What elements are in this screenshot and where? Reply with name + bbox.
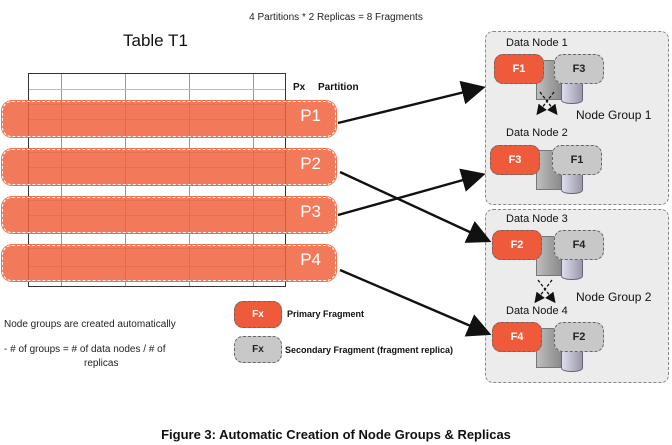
note-line-3: replicas — [84, 358, 119, 369]
arrow-p2-node3 — [339, 170, 492, 243]
replica-arrow — [537, 279, 556, 304]
partition-label: P3 — [300, 202, 321, 221]
data-node-title: Data Node 2 — [506, 127, 568, 139]
partition-label: P1 — [300, 106, 321, 125]
legend-px: Px — [293, 82, 306, 93]
note-line-2: - # of groups = # of data nodes / # of — [4, 344, 166, 355]
table-title: Table T1 — [123, 31, 188, 50]
note-line-1: Node groups are created automatically — [4, 319, 176, 330]
partition-p3: P3 — [2, 197, 336, 233]
arrow-p1-node1 — [337, 80, 486, 125]
replica-arrow — [536, 91, 555, 116]
legend-partition: Partition — [318, 82, 359, 93]
partition-p4: P4 — [2, 245, 336, 281]
partition-p1: P1 — [2, 101, 336, 137]
secondary-fragment: F3 — [554, 54, 604, 84]
secondary-fragment: F4 — [554, 230, 604, 260]
data-node-title: Data Node 4 — [506, 305, 568, 317]
replica-arrow — [534, 279, 553, 304]
fragment-equation: 4 Partitions * 2 Replicas = 8 Fragments — [249, 12, 423, 23]
figure-caption: Figure 3: Automatic Creation of Node Gro… — [161, 427, 511, 442]
node-group-label: Node Group 2 — [576, 290, 652, 304]
node-group-label: Node Group 1 — [576, 108, 652, 122]
legend-secondary-box: Fx — [234, 336, 282, 363]
partition-p2: P2 — [2, 149, 336, 185]
data-node-title: Data Node 3 — [506, 213, 568, 225]
arrow-p4-node4 — [339, 268, 492, 337]
data-node-title: Data Node 1 — [506, 37, 568, 49]
legend-secondary-text: Secondary Fragment (fragment replica) — [285, 345, 454, 355]
secondary-fragment: F1 — [552, 145, 602, 175]
primary-fragment: F2 — [492, 230, 542, 260]
legend-primary-box: Fx — [234, 301, 282, 328]
partition-label: P4 — [300, 250, 321, 269]
replica-arrow — [539, 91, 558, 116]
primary-fragment: F1 — [494, 54, 544, 84]
arrow-p3-node2 — [337, 168, 486, 217]
primary-fragment: F3 — [490, 145, 540, 175]
legend-primary-text: Primary Fragment — [287, 309, 365, 319]
secondary-fragment: F2 — [554, 322, 604, 352]
primary-fragment: F4 — [492, 322, 542, 352]
partition-label: P2 — [300, 154, 321, 173]
